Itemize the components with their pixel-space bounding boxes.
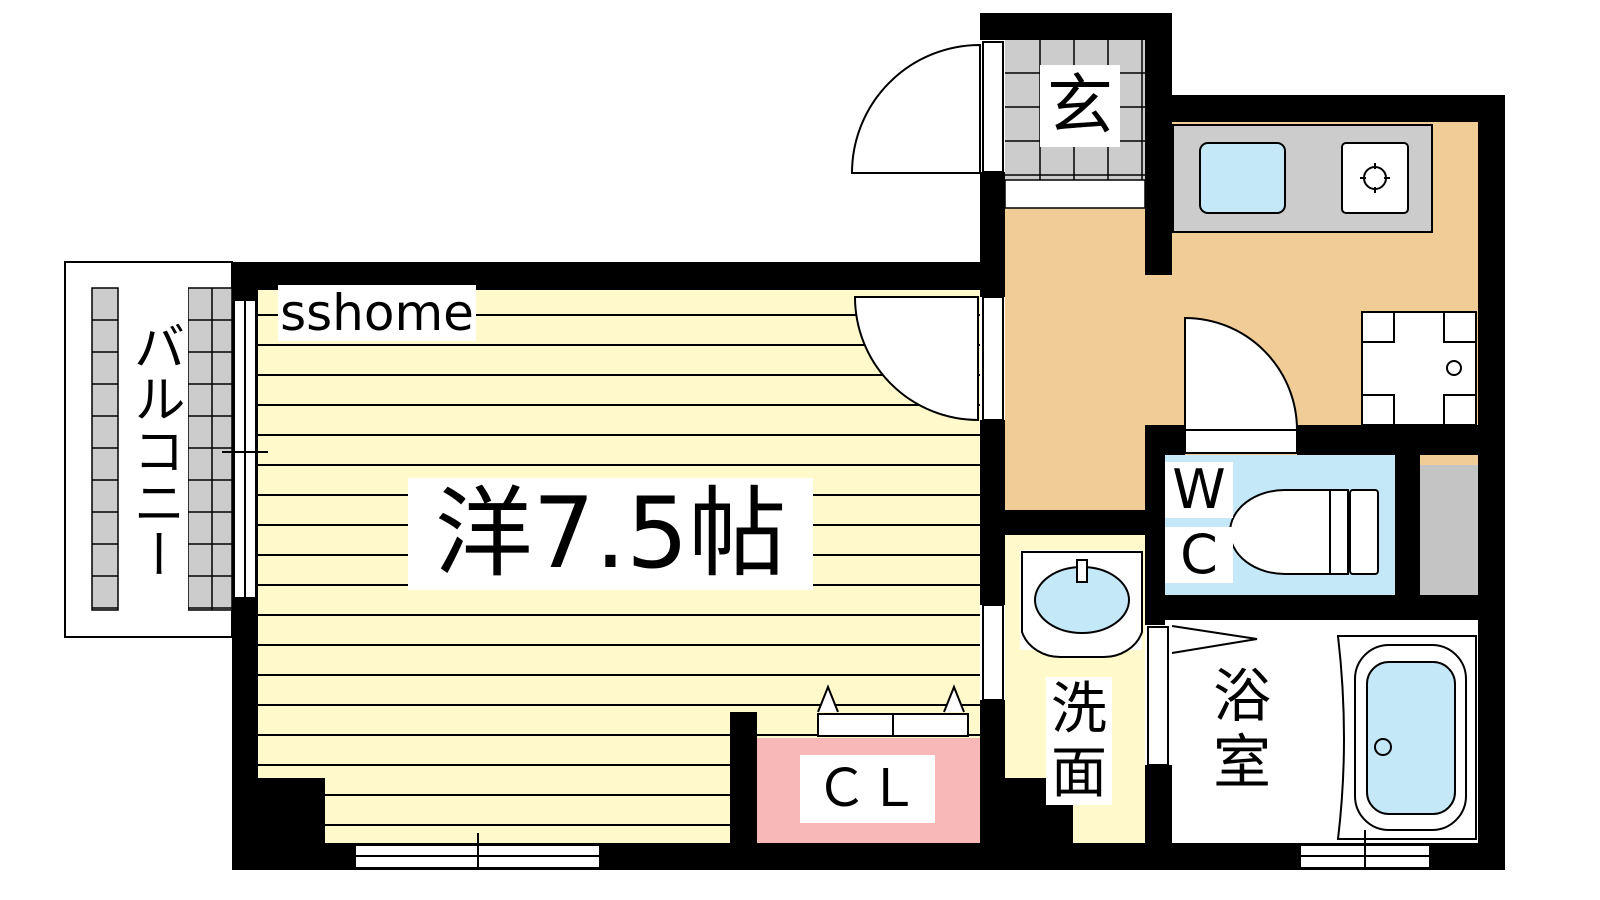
bathroom-label-2: 室 xyxy=(1212,728,1271,796)
western-room-label: 洋7.5帖 xyxy=(408,478,813,590)
toilet-door-swing xyxy=(1184,316,1299,431)
toilet-label-c: C xyxy=(1165,527,1233,583)
entrance-label: 玄 xyxy=(1040,65,1120,147)
bathroom-label-1: 浴 xyxy=(1212,662,1271,730)
watermark-text: sshome xyxy=(278,285,476,341)
kitchen-sink xyxy=(1199,142,1286,214)
closet-label: ＣＬ xyxy=(800,755,935,823)
balcony-tiles xyxy=(91,287,233,611)
stove xyxy=(1341,142,1409,214)
toilet-label-w: W xyxy=(1165,462,1233,518)
entrance-door-swing xyxy=(850,43,981,174)
toilet-bowl xyxy=(1229,489,1331,575)
balcony-label: バルコニー xyxy=(120,285,188,615)
washroom-label-2: 面 xyxy=(1046,743,1112,805)
fridge-space xyxy=(1361,311,1477,426)
room-door-swing xyxy=(853,296,979,422)
washroom-label-1: 洗 xyxy=(1046,677,1112,743)
toilet-tank xyxy=(1349,489,1379,575)
